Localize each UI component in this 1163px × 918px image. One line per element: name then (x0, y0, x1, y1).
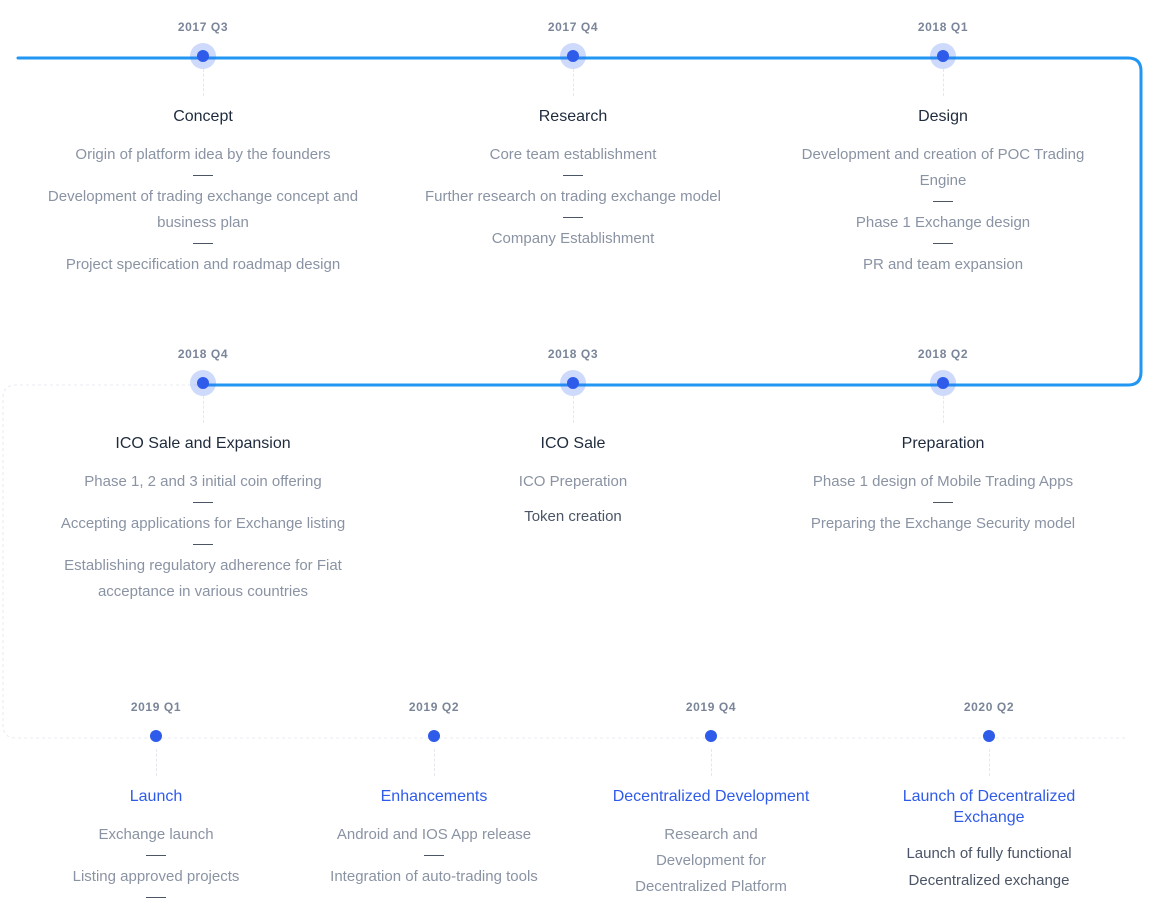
milestone-date: 2019 Q4 (685, 700, 737, 714)
milestone-connector (573, 69, 574, 96)
milestone-item: Company Establishment (491, 230, 655, 247)
milestone-date: 2018 Q4 (177, 347, 229, 361)
milestone-item: Development and creation of POC Trading … (801, 146, 1085, 189)
milestone-items: Phase 1 design of Mobile Trading Apps Pr… (773, 469, 1113, 537)
milestone-connector (711, 749, 712, 776)
milestone-item: Project specification and roadmap design (65, 256, 341, 273)
milestone-item: Phase 1, 2 and 3 initial coin offering (84, 473, 322, 490)
milestone-item: Development of trading exchange concept … (47, 188, 359, 231)
milestone-date: 2018 Q3 (547, 347, 599, 361)
dot-icon (150, 730, 162, 742)
milestone-items: Development and creation of POC Trading … (773, 142, 1113, 278)
milestone-node (560, 43, 586, 69)
milestone-item: Further research on trading exchange mod… (424, 188, 721, 205)
milestone-items: Origin of platform idea by the founders … (33, 142, 373, 278)
dot-icon (705, 730, 717, 742)
milestone-title: Launch (129, 788, 183, 805)
milestone-node (930, 370, 956, 396)
milestone-connector (573, 396, 574, 423)
milestone-connector (203, 396, 204, 423)
milestone-title: Decentralized Development (612, 788, 810, 805)
item-separator (193, 544, 213, 545)
milestone-title: ICO Sale (540, 435, 606, 452)
item-separator (146, 855, 166, 856)
timeline-progress-line (16, 56, 1143, 387)
milestone-item: Listing approved projects (72, 868, 240, 885)
milestone-node (421, 723, 447, 749)
milestone-item: Launch of fully functional Decentralized… (906, 845, 1072, 889)
milestone-date: 2017 Q4 (547, 20, 599, 34)
item-separator (193, 502, 213, 503)
milestone-title: ICO Sale and Expansion (115, 435, 291, 452)
milestone-item: Accepting applications for Exchange list… (60, 515, 346, 532)
milestone-date: 2018 Q1 (917, 20, 969, 34)
milestone-items: Exchange launch Listing approved project… (6, 822, 306, 906)
milestone-connector (943, 396, 944, 423)
dot-icon (197, 50, 209, 62)
item-separator (933, 201, 953, 202)
milestone-item: Phase 1 Exchange design (855, 214, 1031, 231)
milestone-date: 2020 Q2 (963, 700, 1015, 714)
milestone-date: 2019 Q2 (408, 700, 460, 714)
milestone-date: 2019 Q1 (130, 700, 182, 714)
milestone-node (190, 370, 216, 396)
item-separator (933, 502, 953, 503)
milestone-connector (156, 749, 157, 776)
item-separator (563, 217, 583, 218)
dot-icon (937, 50, 949, 62)
milestone-item: Integration of auto-trading tools (330, 868, 538, 885)
milestone-item: Research and Development for Decentraliz… (635, 826, 787, 895)
milestone-item: ICO Preperation (518, 473, 628, 490)
milestone-node (976, 723, 1002, 749)
milestone-title: Research (538, 108, 608, 125)
milestone-item: Origin of platform idea by the founders (75, 146, 331, 163)
dot-icon (983, 730, 995, 742)
milestone-items: Android and IOS App release Integration … (284, 822, 584, 890)
milestone-date: 2017 Q3 (177, 20, 229, 34)
item-separator (193, 243, 213, 244)
milestone-node (698, 723, 724, 749)
milestone-items: Core team establishment Further research… (403, 142, 743, 252)
dot-icon (197, 377, 209, 389)
milestone-items: Launch of fully functional Decentralized… (839, 840, 1139, 894)
timeline-future-line (2, 384, 1128, 739)
milestone-item: Token creation (524, 508, 622, 525)
milestone-item: Core team establishment (489, 146, 657, 163)
dot-icon (567, 377, 579, 389)
milestone-node (560, 370, 586, 396)
dot-icon (567, 50, 579, 62)
dot-icon (937, 377, 949, 389)
dot-icon (428, 730, 440, 742)
milestone-connector (434, 749, 435, 776)
item-separator (424, 855, 444, 856)
milestone-item: Preparing the Exchange Security model (810, 515, 1076, 532)
milestone-items: Research and Development for Decentraliz… (561, 822, 861, 900)
milestone-items: Phase 1, 2 and 3 initial coin offering A… (33, 469, 373, 605)
milestone-title: Design (918, 108, 968, 125)
milestone-title: Preparation (901, 435, 985, 452)
milestone-node (143, 723, 169, 749)
item-separator (146, 897, 166, 898)
milestone-node (190, 43, 216, 69)
milestone-item: PR and team expansion (862, 256, 1024, 273)
milestone-item: Establishing regulatory adherence for Fi… (64, 557, 342, 600)
milestone-title: Enhancements (380, 788, 488, 805)
milestone-item: Android and IOS App release (336, 826, 532, 843)
milestone-title: Concept (173, 108, 233, 125)
milestone-connector (943, 69, 944, 96)
milestone-date: 2018 Q2 (917, 347, 969, 361)
milestone-items: ICO Preperation Token creation (403, 469, 743, 530)
milestone-title: Launch of Decentralized Exchange (902, 788, 1076, 826)
item-separator (563, 175, 583, 176)
milestone-connector (203, 69, 204, 96)
item-separator (193, 175, 213, 176)
milestone-connector (989, 749, 990, 776)
milestone-node (930, 43, 956, 69)
item-separator (933, 243, 953, 244)
milestone-item: Phase 1 design of Mobile Trading Apps (812, 473, 1074, 490)
milestone-item: Exchange launch (98, 826, 214, 843)
